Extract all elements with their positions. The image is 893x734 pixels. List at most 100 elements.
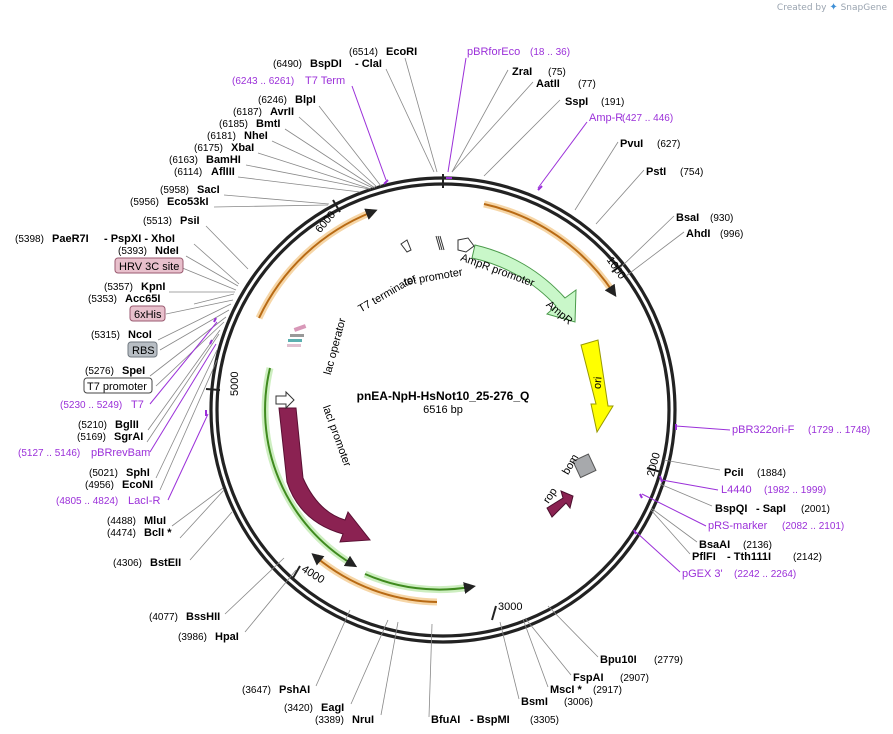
enzyme-econi: EcoNI	[122, 479, 153, 491]
primer-pbrforeco: pBRforEco	[467, 46, 520, 58]
enzyme-pos: (6490)	[273, 59, 302, 70]
enzyme-nhei: NheI	[244, 130, 268, 142]
enzyme-pos: (6175)	[194, 143, 223, 154]
enzyme-bcli: BclI *	[144, 527, 172, 539]
enzyme-pos: (6163)	[169, 155, 198, 166]
enzyme-pos: (3420)	[284, 703, 313, 714]
enzyme-pos: (5513)	[143, 216, 172, 227]
enzyme-pos: (5210)	[78, 420, 107, 431]
enzyme-pos: (77)	[578, 79, 596, 90]
enzyme-pos: (4306)	[113, 558, 142, 569]
primer-prs-marker: pRS-marker	[708, 520, 768, 532]
enzyme-pos: (5357)	[104, 282, 133, 293]
enzyme-sspi: SspI	[565, 96, 588, 108]
enzyme-pos: (6246)	[258, 95, 287, 106]
enzyme-bspmi: - BspMI	[470, 714, 510, 726]
enzyme-ncoi: NcoI	[128, 329, 152, 341]
primer-pos: (5127 .. 5146)	[18, 448, 80, 459]
primer-pos: (2242 .. 2264)	[734, 569, 796, 580]
feature-tet-promoter: tet promoter	[403, 266, 464, 288]
enzyme-pos: (6185)	[219, 119, 248, 130]
leader-lines-right	[428, 69, 721, 718]
enzyme-pos: (191)	[601, 97, 624, 108]
primer-pbrrevbam: pBRrevBam	[91, 447, 150, 459]
ruler-ticks	[205, 174, 662, 621]
enzyme-pos: (6514)	[349, 47, 378, 58]
primer-pos: (5230 .. 5249)	[60, 400, 122, 411]
enzyme-clai: - ClaI	[355, 58, 382, 70]
enzyme-bpu10i: Bpu10I	[600, 654, 637, 666]
enzyme-pos: (4488)	[107, 516, 136, 527]
ruler-3000: 3000	[498, 601, 522, 613]
enzyme-pos: (754)	[680, 167, 703, 178]
enzyme-bmti: BmtI	[256, 118, 280, 130]
enzyme-pos: (4077)	[149, 612, 178, 623]
enzyme-pos: (5398)	[15, 234, 44, 245]
enzyme-pos: (2917)	[593, 685, 622, 696]
enzyme-bspdi: BspDI	[310, 58, 342, 70]
enzyme-aatii: AatII	[536, 78, 560, 90]
enzyme-ndei: NdeI	[155, 245, 179, 257]
primer-t7: T7	[131, 399, 144, 411]
primer-laci-r: LacI-R	[128, 495, 160, 507]
primer-pos: (2082 .. 2101)	[782, 521, 844, 532]
primer-pos: (4805 .. 4824)	[56, 496, 118, 507]
enzyme-tth111i: - Tth111I	[727, 551, 771, 563]
enzyme-sapi: - SapI	[756, 503, 786, 515]
ruler-5000: 5000	[229, 372, 241, 396]
primer-labels: pBRforEco (18 .. 36) (6243 .. 6261) T7 T…	[18, 46, 870, 580]
enzyme-pos: (2136)	[743, 540, 772, 551]
laci-promoter-arrow	[275, 390, 295, 410]
brand-credit: Created by ✦ SnapGene	[776, 2, 887, 13]
tet-promoter-glyph	[435, 235, 445, 251]
boxed-label-t7-promoter: T7 promoter	[87, 381, 147, 393]
plasmid-name: pnEA-NpH-HsNot10_25-276_Q	[357, 389, 530, 403]
primer-t7-term: T7 Term	[305, 75, 345, 87]
enzyme-pspxi-xhoi: - PspXI - XhoI	[104, 233, 175, 245]
feature-lac-operator: lac operator	[322, 317, 349, 377]
enzyme-pos: (2142)	[793, 552, 822, 563]
feature-arcs	[255, 200, 617, 606]
laci-arrow	[278, 407, 371, 543]
enzyme-bfuai: BfuAI	[431, 714, 460, 726]
enzyme-pos: (75)	[548, 67, 566, 78]
enzyme-eco53ki: Eco53kI	[167, 196, 209, 208]
enzyme-bglii: BglII	[115, 419, 139, 431]
enzyme-pvui: PvuI	[620, 138, 643, 150]
enzyme-pos: (3389)	[315, 715, 344, 726]
enzyme-pos: (3006)	[564, 697, 593, 708]
enzyme-pos: (5393)	[118, 246, 147, 257]
enzyme-pcii: PciI	[724, 467, 744, 479]
bom-box	[572, 453, 597, 479]
enzyme-nrui: NruI	[352, 714, 374, 726]
t7-terminator-glyph	[400, 239, 412, 253]
enzyme-spei: SpeI	[122, 365, 145, 377]
enzyme-pshai: PshAI	[279, 684, 310, 696]
boxed-label-rbs: RBS	[132, 345, 155, 357]
enzyme-labels-right: ZraI (75) AatII (77) SspI (191) PvuI (62…	[431, 66, 830, 726]
enzyme-pos: (627)	[657, 139, 680, 150]
enzyme-pos: (4474)	[107, 528, 136, 539]
ruler-4000: 4000	[299, 563, 326, 586]
enzyme-pos: (6114)	[174, 167, 202, 178]
enzyme-blpi: BlpI	[295, 94, 316, 106]
enzyme-psti: PstI	[646, 166, 666, 178]
leader-lines-left	[146, 57, 438, 716]
enzyme-bspqi: BspQI	[715, 503, 747, 515]
enzyme-hpai: HpaI	[215, 631, 239, 643]
primer-pgex3: pGEX 3'	[682, 568, 723, 580]
primer-pos: (1729 .. 1748)	[808, 425, 870, 436]
ampr-arrow	[471, 244, 577, 323]
enzyme-pos: (5958)	[160, 185, 189, 196]
enzyme-bamhi: BamHI	[206, 154, 241, 166]
enzyme-ecori: EcoRI	[386, 46, 417, 58]
enzyme-zrai: ZraI	[512, 66, 532, 78]
enzyme-pos: (6181)	[207, 131, 236, 142]
enzyme-pos: (5315)	[91, 330, 120, 341]
enzyme-bsai: BsaI	[676, 212, 699, 224]
enzyme-pflfi: PflFI	[692, 551, 716, 563]
enzyme-pos: (2779)	[654, 655, 683, 666]
enzyme-sphi: SphI	[126, 467, 150, 479]
enzyme-saci: SacI	[197, 184, 220, 196]
